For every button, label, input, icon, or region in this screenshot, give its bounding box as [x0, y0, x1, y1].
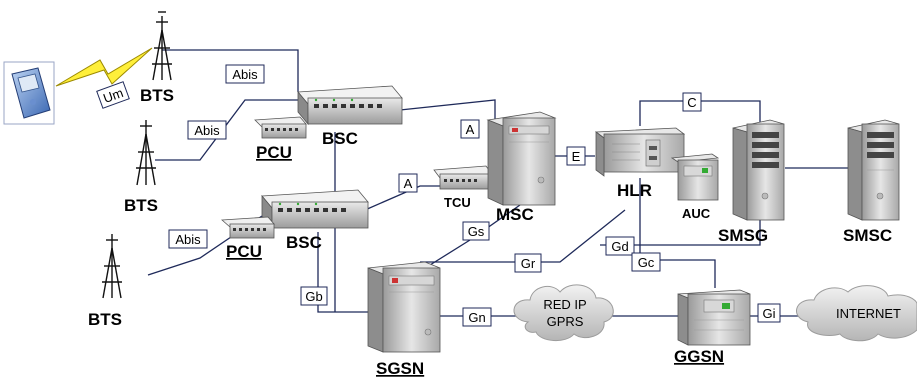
gs-label: Gs: [468, 224, 485, 239]
interface-label-abis-top: Abis: [225, 64, 265, 84]
red-ip-gprs-cloud-icon: [513, 284, 614, 341]
gi-label: Gi: [763, 306, 776, 321]
sgsn-server-icon: [367, 261, 441, 353]
interface-label-a-bottom: A: [398, 173, 418, 193]
bts-tower-top-icon: [152, 11, 172, 81]
auc-label: AUC: [682, 206, 711, 221]
interface-label-abis-middle: Abis: [187, 120, 227, 140]
interface-label-gr: Gr: [514, 253, 542, 273]
interface-label-e: E: [566, 146, 586, 166]
abis-middle-label: Abis: [194, 123, 220, 138]
auc-server-icon: [670, 153, 720, 201]
interface-label-gn: Gn: [462, 307, 492, 327]
bsc-bottom-switch-icon: [261, 189, 369, 230]
gn-label: Gn: [468, 310, 485, 325]
tcu-label: TCU: [444, 195, 471, 210]
ggsn-server-icon: [677, 289, 751, 346]
interface-label-abis-bottom: Abis: [168, 229, 208, 249]
c-label: C: [687, 95, 696, 110]
um-label: Um: [101, 85, 125, 106]
radio-link-lightning-icon: [55, 47, 153, 87]
red-ip-cloud-line2: GPRS: [547, 314, 584, 329]
bts-middle-label: BTS: [124, 196, 158, 215]
red-ip-cloud-line1: RED IP: [543, 297, 586, 312]
smsc-server-icon: [847, 119, 900, 221]
sgsn-label: SGSN: [376, 359, 424, 378]
pcu-bottom-label: PCU: [226, 242, 262, 261]
pcu-bottom-switch-icon: [221, 216, 275, 239]
gr-label: Gr: [521, 256, 536, 271]
msc-label: MSC: [496, 205, 534, 224]
gc-label: Gc: [638, 255, 655, 270]
interface-label-c: C: [682, 92, 702, 112]
tcu-switch-icon: [433, 165, 493, 190]
smsc-label: SMSC: [843, 226, 892, 245]
a-bottom-label: A: [404, 176, 413, 191]
smsg-server-icon: [732, 119, 785, 221]
smsg-label: SMSG: [718, 226, 768, 245]
mobile-phone-icon: [3, 61, 55, 125]
interface-label-a-top: A: [460, 119, 480, 139]
bts-bottom-label: BTS: [88, 310, 122, 329]
ggsn-label: GGSN: [674, 347, 724, 366]
abis-bottom-label: Abis: [175, 232, 201, 247]
interface-label-gi: Gi: [757, 303, 781, 323]
bsc-bottom-label: BSC: [286, 233, 322, 252]
msc-server-icon: [486, 111, 557, 206]
interface-label-gc: Gc: [631, 252, 661, 272]
abis-top-label: Abis: [232, 67, 258, 82]
pcu-top-label: PCU: [256, 143, 292, 162]
pcu-top-switch-icon: [254, 116, 307, 139]
internet-cloud-icon: [796, 285, 917, 342]
interface-label-gd: Gd: [605, 236, 635, 256]
bsc-top-label: BSC: [322, 129, 358, 148]
hlr-server-icon: [594, 127, 686, 177]
a-top-label: A: [466, 122, 475, 137]
interface-label-gs: Gs: [462, 221, 490, 241]
interface-label-um: Um: [96, 81, 130, 109]
interface-label-gb: Gb: [300, 286, 328, 306]
internet-cloud-text: INTERNET: [836, 306, 901, 321]
bts-tower-middle-icon: [136, 120, 156, 186]
bts-top-label: BTS: [140, 86, 174, 105]
e-label: E: [572, 149, 581, 164]
hlr-label: HLR: [617, 181, 652, 200]
gd-label: Gd: [611, 239, 628, 254]
bts-tower-bottom-icon: [102, 234, 122, 299]
gb-label: Gb: [305, 289, 322, 304]
bsc-top-switch-icon: [297, 85, 403, 126]
